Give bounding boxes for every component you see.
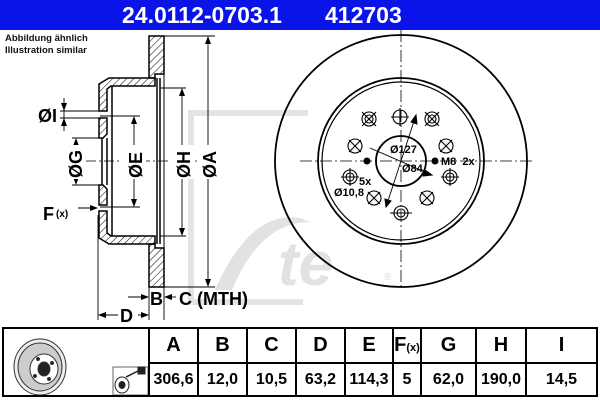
value-h: 190,0 [480, 371, 522, 388]
header-bar: 24.0112-0703.1 412703 [0, 0, 600, 30]
value-b: 12,0 [206, 371, 239, 388]
spray-can-icon [112, 366, 149, 396]
label-f: F [43, 204, 54, 224]
thumbnail-cell [4, 329, 150, 396]
label-hole-diameter: Ø10,8 [334, 187, 364, 199]
label-dia-g: ØG [66, 150, 86, 178]
column-a: A 306,6 [150, 329, 199, 395]
header-e: E [346, 329, 392, 364]
column-f: F(x) 5 [394, 329, 422, 395]
label-thread: M8 2x [441, 156, 476, 168]
value-f: 5 [402, 371, 412, 388]
dimensions-table: A 306,6 B 12,0 C 10,5 D 63,2 E 114,3 F(x… [2, 327, 598, 397]
part-number: 24.0112-0703.1 [122, 2, 282, 28]
label-hole-count: 5x [359, 176, 372, 188]
value-e: 114,3 [349, 371, 389, 388]
column-i: I 14,5 [527, 329, 596, 395]
header-g: G [422, 329, 475, 364]
value-i: 14,5 [545, 371, 578, 388]
label-d: D [120, 306, 133, 326]
brake-disc-icon [13, 338, 67, 396]
label-f-sub: (x) [56, 209, 68, 220]
article-number: 412703 [325, 2, 402, 28]
label-b: B [150, 289, 163, 309]
label-center-bore: Ø84 [402, 163, 424, 175]
column-d: D 63,2 [297, 329, 346, 395]
technical-drawing: te ® [38, 30, 532, 326]
header-b: B [199, 329, 246, 364]
column-g: G 62,0 [422, 329, 477, 395]
column-h: H 190,0 [477, 329, 527, 395]
value-c: 10,5 [255, 371, 288, 388]
header-h: H [477, 329, 525, 364]
column-c: C 10,5 [248, 329, 297, 395]
value-d: 63,2 [304, 371, 337, 388]
value-a: 306,6 [153, 371, 194, 388]
label-c-mth: C (MTH) [179, 289, 248, 309]
label-dia-a: ØA [200, 151, 220, 178]
note-english: Illustration similar [5, 45, 87, 56]
header-i: I [527, 329, 596, 364]
label-dia-h: ØH [174, 151, 194, 178]
header-d: D [297, 329, 344, 364]
dimension-arrows [61, 36, 211, 318]
header-f-label: F [394, 334, 407, 356]
header-f-sub: (x) [406, 342, 420, 354]
svg-text:te: te [278, 230, 333, 299]
label-pcd: Ø127 [390, 144, 417, 156]
header-c: C [248, 329, 295, 364]
value-g: 62,0 [432, 371, 465, 388]
column-b: B 12,0 [199, 329, 248, 395]
label-dia-e: ØE [126, 152, 146, 178]
note-german: Abbildung ähnlich [5, 33, 88, 44]
ate-watermark: te ® [188, 110, 392, 305]
label-dia-i: ØI [38, 106, 57, 126]
header-f: F(x) [394, 329, 420, 364]
column-e: E 114,3 [346, 329, 394, 395]
svg-text:®: ® [384, 272, 392, 283]
header-a: A [150, 329, 197, 364]
front-view [274, 30, 532, 290]
